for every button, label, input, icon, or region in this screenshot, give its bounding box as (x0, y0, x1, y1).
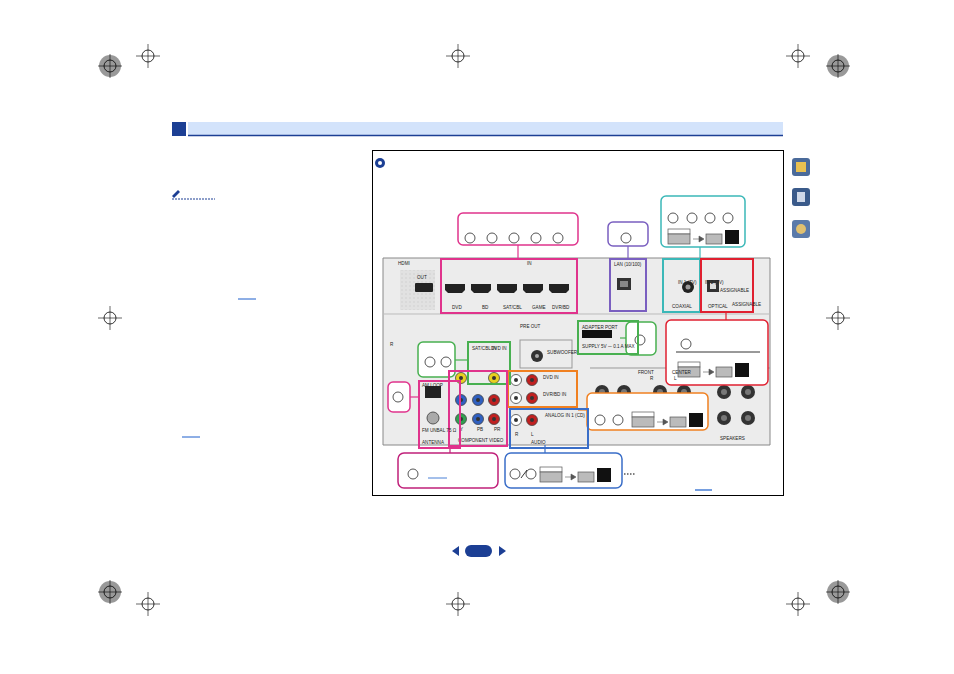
connector-label: GAME (532, 305, 546, 310)
connector-label: DVD IN (543, 375, 559, 380)
connector-label: ASSIGNABLE (720, 288, 749, 293)
connector-region: IN 1 (TV) COAXIAL (662, 258, 701, 313)
connector-region: ANALOG IN 1 (CD) R L AUDIO (509, 408, 589, 449)
connector-label: R (515, 432, 518, 437)
panel-label: R (650, 376, 653, 381)
figure-frame (373, 151, 784, 496)
registration-marks (98, 44, 850, 616)
panel-label: SUBWOOFER (547, 350, 577, 355)
note-icon (172, 190, 215, 199)
connector-label: PR (494, 427, 500, 432)
panel-label: CENTER (672, 370, 691, 375)
connector-label: COMPONENT VIDEO (458, 438, 503, 443)
panel-label: PRE OUT (520, 324, 540, 329)
connector-label: COAXIAL (672, 304, 692, 309)
connector-label: L (531, 432, 534, 437)
connector-label: FM UNBAL 75 Ω (422, 428, 456, 433)
connector-label: AUDIO (531, 440, 546, 445)
connector-label: ANTENNA (422, 440, 444, 445)
panel-label: L (674, 376, 677, 381)
connector-label: OPTICAL (708, 304, 728, 309)
connector-label: IN (527, 261, 532, 266)
connector-region: DVD IN DVR/BD IN (507, 370, 578, 408)
callout-boxes (388, 196, 768, 488)
section-tab (172, 122, 186, 136)
connector-label: ANALOG IN 1 (CD) (545, 413, 585, 418)
panel-label: HDMI (398, 261, 410, 266)
connector-region: ADAPTER PORT SUPPLY 5V ⎓ 0.1 A MAX (577, 320, 639, 355)
connector-label: IN 1 (TV) (678, 280, 697, 285)
connector-label: DVD (452, 305, 462, 310)
connector-label: DVD IN (491, 346, 507, 351)
connector-label: DVR/BD (552, 305, 569, 310)
plug-icons (540, 229, 749, 482)
connector-label: SAT/CBL (503, 305, 522, 310)
connector-region: LAN (10/100) (609, 258, 647, 312)
panel-label: OUT (417, 275, 427, 280)
connector-label: LAN (10/100) (614, 262, 641, 267)
connector-label: ADAPTER PORT (582, 325, 618, 330)
side-icons (792, 158, 810, 238)
connector-label: BD (482, 305, 488, 310)
connector-region: IN DVD BD SAT/CBL GAME DVR/BD (440, 258, 578, 314)
connector-label: DVR/BD IN (543, 392, 566, 397)
connector-region: SAT/CBL INDVD IN (467, 341, 511, 385)
callout-circles (393, 213, 760, 479)
page-nav (452, 545, 506, 557)
panel-label: SPEAKERS (720, 436, 745, 441)
connector-label: AM LOOP (422, 383, 443, 388)
panel-label: ASSIGNABLE (732, 302, 761, 307)
connector-label: SUPPLY 5V ⎓ 0.1 A MAX (582, 344, 635, 349)
panel-label: R (390, 342, 393, 347)
connector-label: IN 2 (TV) (705, 280, 724, 285)
header-band (188, 122, 783, 136)
rear-panel (383, 258, 770, 445)
connector-label: PB (477, 427, 483, 432)
panel-label: FRONT (638, 370, 654, 375)
leader-lines (410, 245, 726, 490)
connector-region: AM LOOP FM UNBAL 75 Ω ANTENNA (418, 380, 461, 449)
